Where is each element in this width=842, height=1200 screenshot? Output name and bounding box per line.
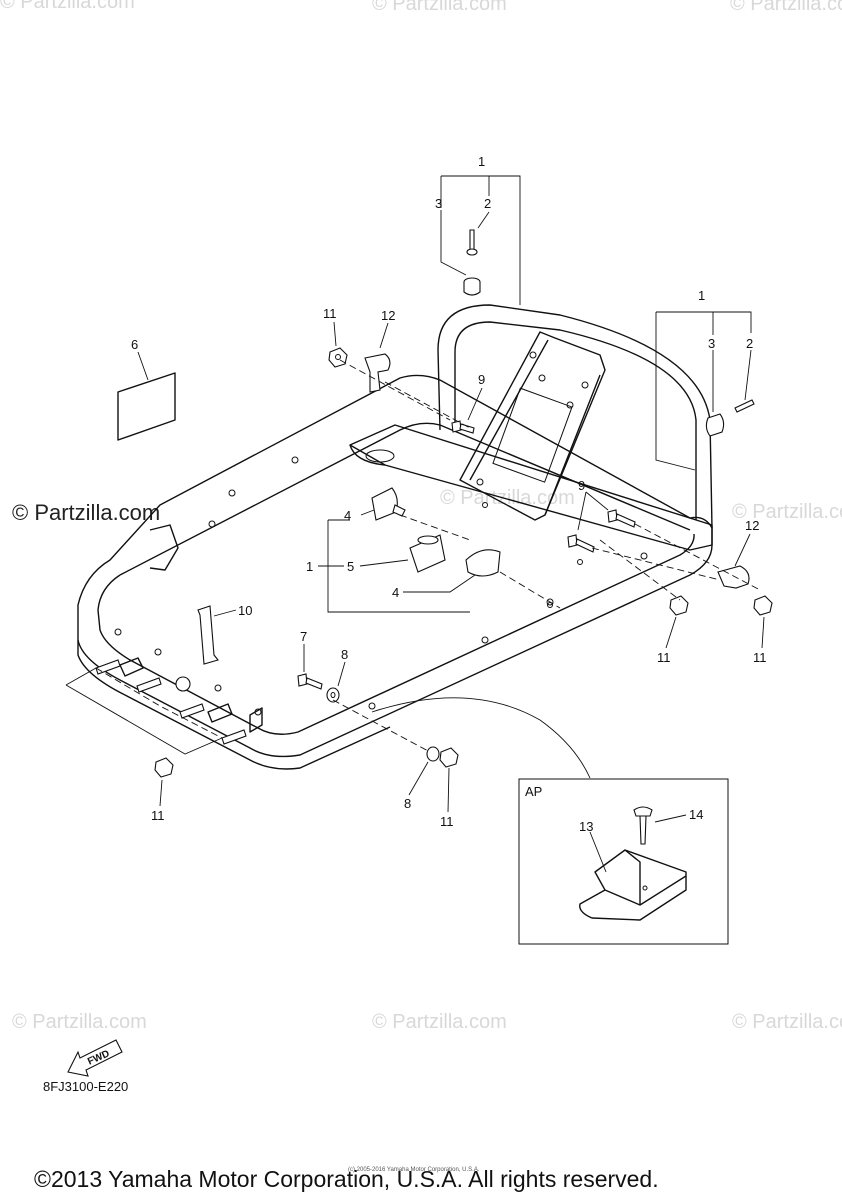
watermark-main: © Partzilla.com [12,500,160,525]
washer-lower [426,746,440,762]
callout-3-right: 3 [708,336,715,351]
callout-4-upper: 4 [344,508,351,523]
watermark-top-right: © Partzilla.com [730,0,842,15]
callout-4-lower: 4 [392,585,399,600]
collar-right [705,413,725,437]
callout-13: 13 [579,819,593,834]
callout-12-right: 12 [745,518,759,533]
diagram-code: 8FJ3100-E220 [43,1079,128,1094]
watermark-bottom-center: © Partzilla.com [372,1011,507,1033]
watermark-top-left: © Partzilla.com [0,0,135,13]
rivet-top [466,229,478,256]
fwd-arrow-icon: FWD [67,1039,123,1077]
clamp-upper [371,487,406,521]
callout-11-bottom-left: 11 [151,808,165,823]
rivet-right [734,399,755,413]
bolt-upper [451,420,475,434]
watermark-right: © Partzilla.com [732,501,842,523]
clamp-lower [465,549,501,577]
callout-5: 5 [347,559,354,574]
nut-bottom-left [154,757,174,778]
callout-14: 14 [689,807,703,822]
callout-11-right-b: 11 [753,650,767,665]
watermark-top-center: © Partzilla.com [372,0,507,15]
callout-10: 10 [238,603,252,618]
inset-ap-box: AP [518,778,729,945]
bolt-right-a [607,509,636,528]
callout-1-top: 1 [478,154,485,169]
watermark-bottom-left: © Partzilla.com [12,1011,147,1033]
nut-bottom [439,747,459,768]
nut-right-a [669,595,689,616]
callout-11-top-left: 11 [323,306,337,321]
leader-lines [65,175,765,873]
callout-7: 7 [300,629,307,644]
fwd-label: FWD [86,1048,111,1067]
collar-top [463,277,481,296]
bolt-seven [297,673,323,690]
nut-right-b [753,595,773,616]
callout-6: 6 [131,337,138,352]
copyright-footer: ©2013 Yamaha Motor Corporation, U.S.A. A… [34,1166,659,1192]
callout-1-right: 1 [698,288,705,303]
dashed-lines [95,359,761,753]
callout-8-upper: 8 [341,647,348,662]
bolt-right-b [567,534,595,553]
callout-2-top: 2 [484,196,491,211]
tiny-notice: (c) 2005-2016 Yamaha Motor Corporation, … [348,1167,480,1173]
callout-11-bottom: 11 [440,814,454,829]
strap-holder [197,605,219,665]
callout-9-upper: 9 [478,372,485,387]
callout-1-mid: 1 [306,559,313,574]
hull-frame [77,374,713,770]
nut-top-left [328,347,348,368]
watermark-bottom-right: © Partzilla.com [732,1011,842,1033]
callout-3-top: 3 [435,196,442,211]
rear-frame-loop [437,304,713,529]
bracket-clip-right [717,565,750,589]
washer-upper [326,687,340,703]
inset-label: AP [525,784,542,799]
callout-2-right: 2 [746,336,753,351]
callout-12-top-left: 12 [381,308,395,323]
callout-11-right-a: 11 [657,650,671,665]
studs-front [95,659,247,745]
label-plate [117,372,176,441]
callout-8-lower: 8 [404,796,411,811]
bracket-clip-left [364,353,391,393]
callout-9-lower: 9 [578,478,585,493]
clamp-middle [409,534,446,573]
watermark-mid: © Partzilla.com [440,487,575,509]
